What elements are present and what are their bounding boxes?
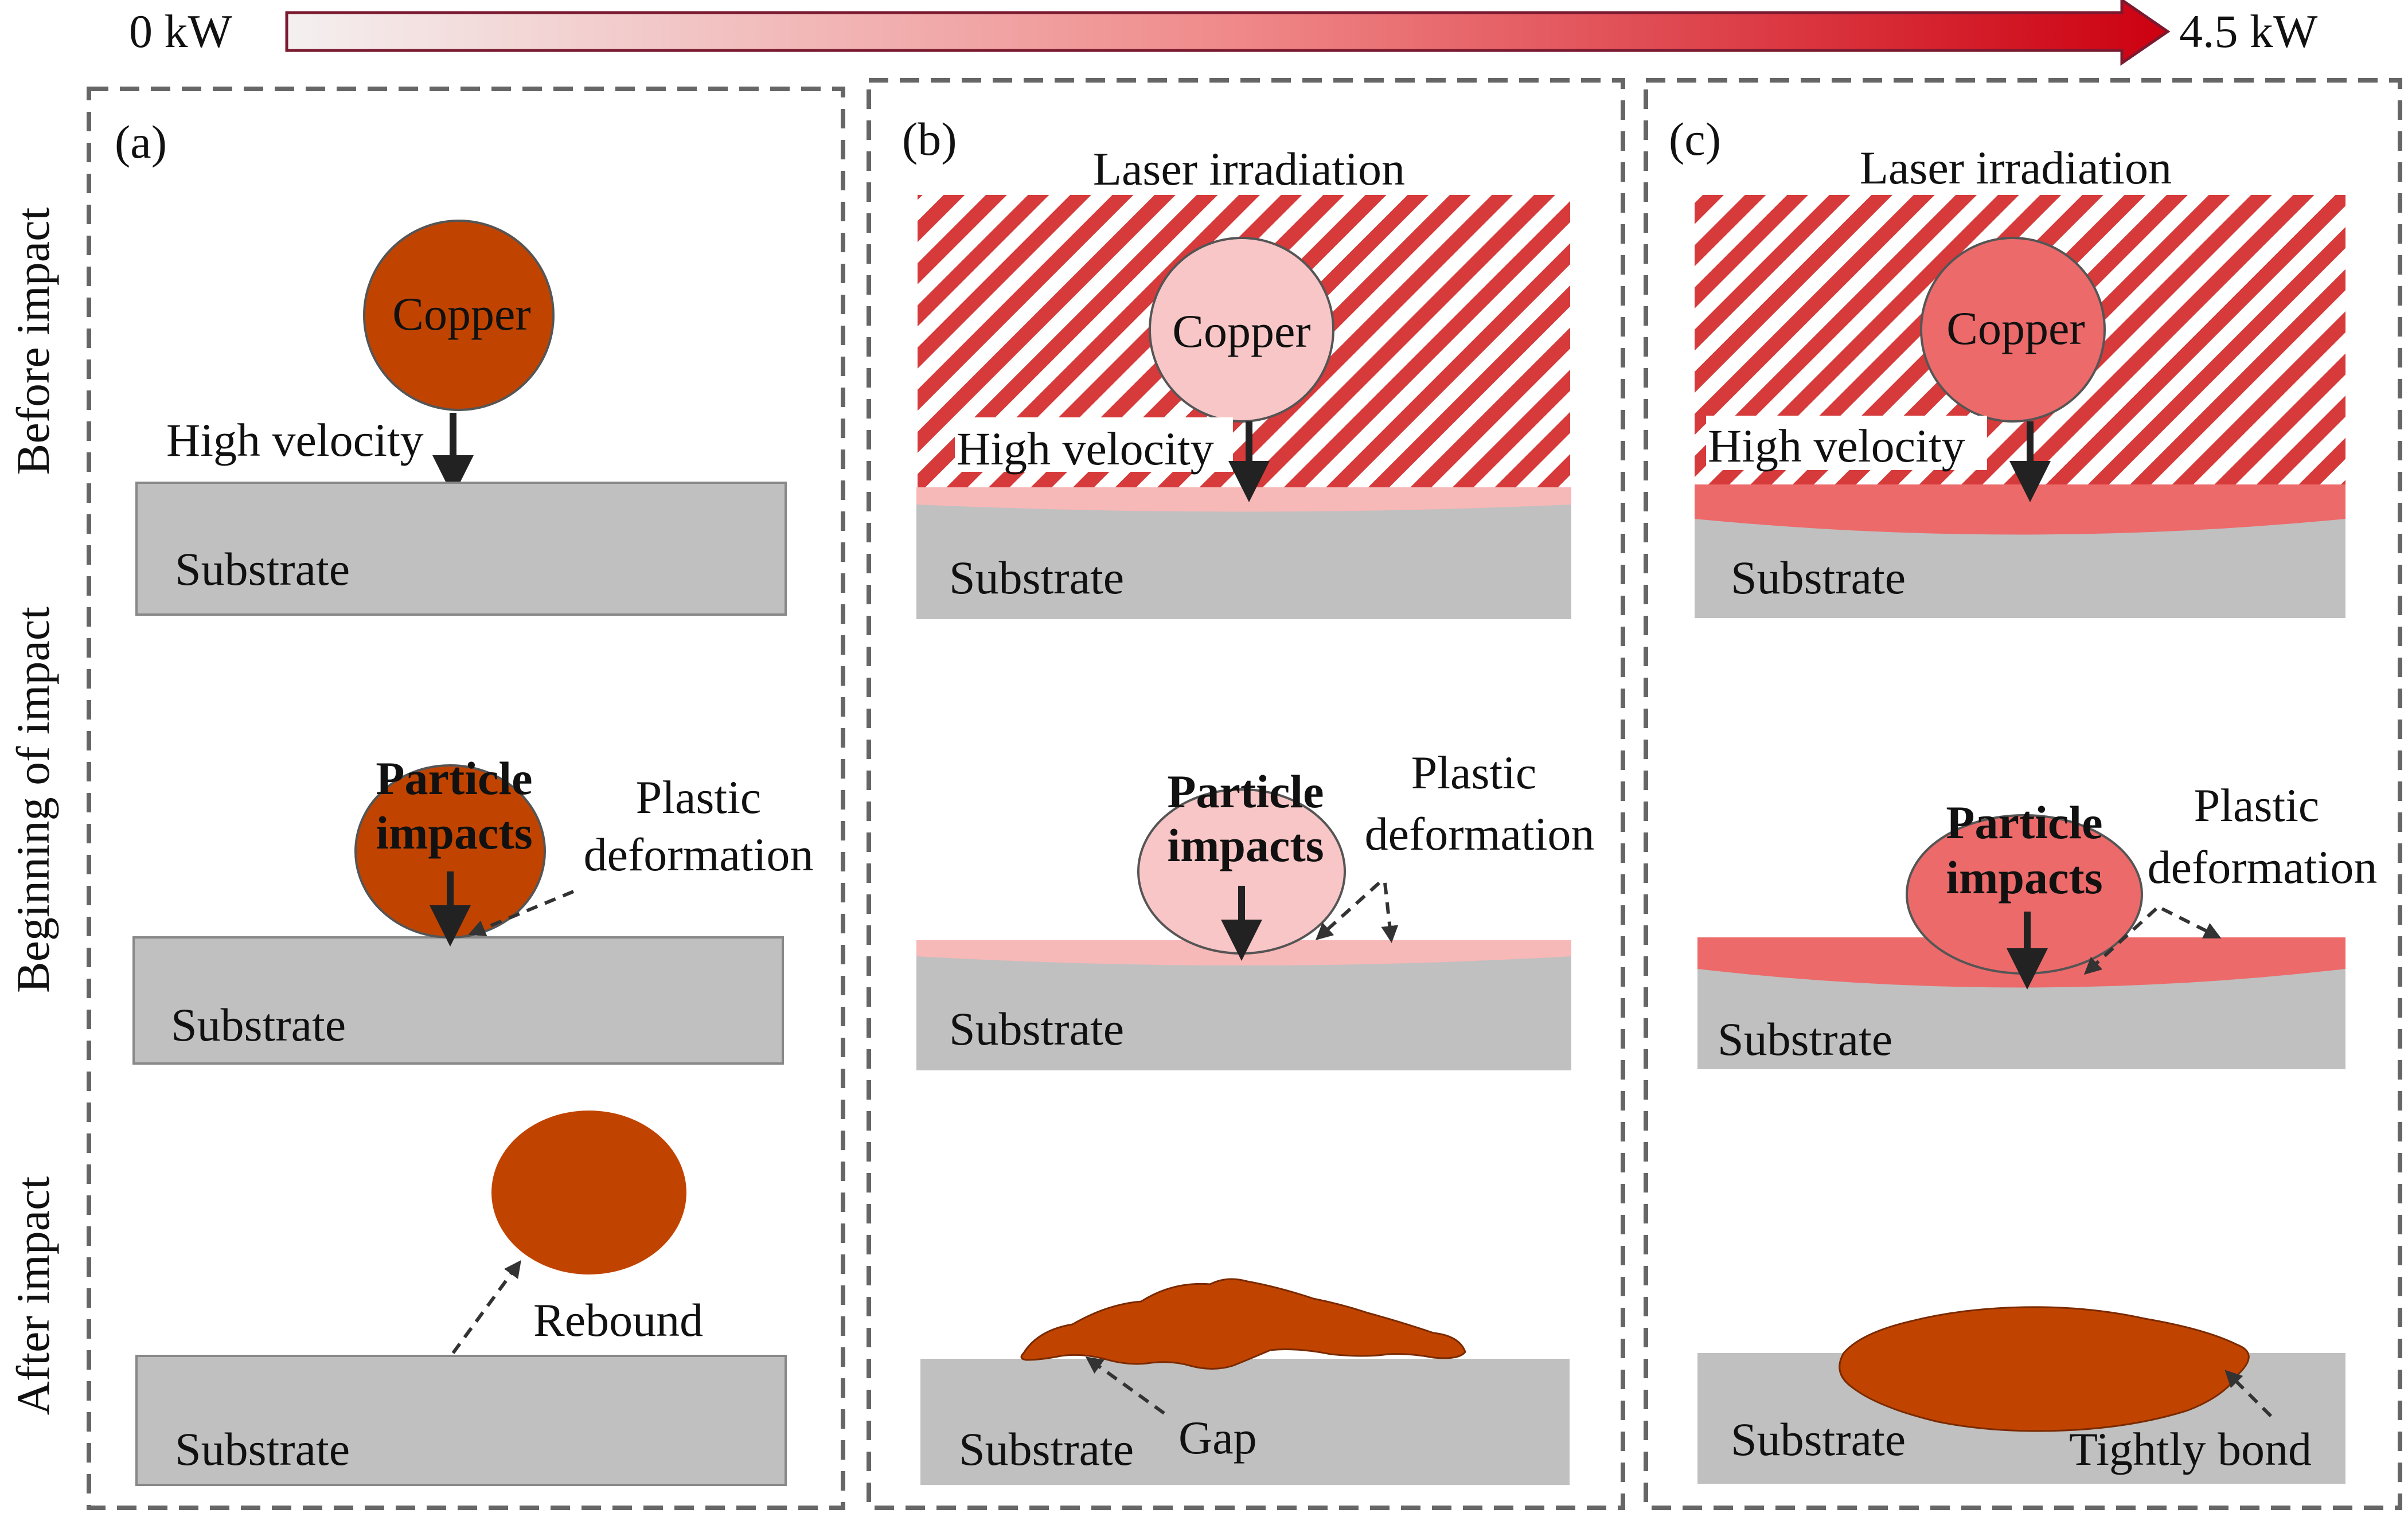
panel-b: (b) Laser irradiation Copper High veloci…: [902, 113, 1594, 1485]
substrate-a1: [135, 482, 787, 616]
particle-impacts-label-b-1: Particle: [1167, 765, 1324, 818]
rebound-label-a: Rebound: [533, 1294, 703, 1346]
high-velocity-label-b: High velocity: [957, 423, 1214, 475]
substrate-a3: [135, 1355, 787, 1486]
substrate-label-c3: Substrate: [1731, 1413, 1906, 1465]
flattened-splat-b: [1020, 1278, 1466, 1370]
panel-a-frame: [87, 87, 845, 1510]
bond-arrow-c: [2224, 1370, 2273, 1418]
deformation-label-b: deformation: [1365, 808, 1595, 860]
deformation-label-c: deformation: [2148, 841, 2378, 893]
gap-label-b: Gap: [1178, 1412, 1257, 1464]
particle-impacts-label-c-1: Particle: [1946, 796, 2102, 849]
tightly-bond-label-c: Tightly bond: [2069, 1423, 2312, 1475]
particle-impacts-label-a-2: impacts: [376, 807, 532, 859]
power-gradient-arrow: [285, 0, 2171, 66]
deformation-arrow-a: [468, 890, 575, 937]
substrate-label-b1: Substrate: [949, 552, 1124, 604]
substrate-label-b3: Substrate: [959, 1423, 1134, 1475]
panel-c-frame: [1644, 78, 2402, 1510]
rebound-arrow-a: [451, 1260, 521, 1354]
laser-irradiation-label-c: Laser irradiation: [1860, 142, 2172, 194]
panel-c-tag: (c): [1669, 113, 1721, 165]
deformation-arrow-b-1: [1315, 881, 1381, 941]
row-label-beginning-of-impact: Beginning of impact: [7, 607, 59, 993]
substrate-label-c1: Substrate: [1731, 552, 1906, 604]
panel-a-tag: (a): [115, 116, 167, 168]
copper-particle-b1: [1149, 237, 1334, 423]
plastic-label-b: Plastic: [1411, 746, 1537, 799]
substrate-b3: [920, 1359, 1570, 1485]
gap-arrow-b: [1085, 1356, 1165, 1415]
power-max-label: 4.5 kW: [2179, 5, 2318, 57]
substrate-label-a3: Substrate: [175, 1423, 350, 1475]
substrate-b1: [916, 490, 1571, 619]
particle-impacts-label-c-2: impacts: [1946, 851, 2102, 904]
copper-particle-a3: [491, 1111, 686, 1274]
heated-layer-c1: [1695, 484, 2345, 535]
deformation-label-a: deformation: [584, 828, 814, 881]
high-velocity-label-c: High velocity: [1708, 420, 1965, 472]
panel-c: (c) Laser irradiation Copper High veloci…: [1669, 113, 2377, 1484]
substrate-label-b2: Substrate: [949, 1003, 1124, 1055]
panel-a: (a) Copper High velocity Substrate Parti…: [115, 116, 814, 1486]
row-label-before-impact: Before impact: [7, 207, 59, 475]
heated-layer-b1: [916, 487, 1571, 512]
row-label-after-impact: After impact: [7, 1176, 59, 1415]
laser-irradiation-label-b: Laser irradiation: [1093, 143, 1405, 195]
copper-particle-c1: [1920, 237, 2106, 423]
deformation-arrow-c-2: [2161, 907, 2222, 939]
substrate-label-c2: Substrate: [1718, 1013, 1892, 1065]
plastic-label-c: Plastic: [2194, 779, 2320, 831]
substrate-label-a1: Substrate: [175, 543, 350, 595]
panel-b-tag: (b): [902, 113, 957, 165]
copper-label-c: Copper: [1946, 302, 2085, 354]
high-velocity-bg-b: [955, 417, 1233, 472]
power-scale: 0 kW 4.5 kW: [129, 0, 2318, 66]
high-velocity-bg-c: [1706, 416, 1987, 470]
deformation-arrow-c-1: [2083, 907, 2158, 975]
high-velocity-label-a: High velocity: [166, 414, 424, 466]
copper-label-a: Copper: [392, 288, 530, 340]
copper-label-b: Copper: [1172, 305, 1310, 357]
deformation-arrow-b-2: [1381, 882, 1399, 943]
power-min-label: 0 kW: [129, 5, 233, 57]
particle-impacts-label-b-2: impacts: [1167, 819, 1324, 871]
plastic-label-a: Plastic: [636, 771, 762, 823]
copper-particle-a1: [363, 220, 555, 411]
substrate-a2: [132, 936, 784, 1065]
substrate-label-a2: Substrate: [171, 999, 346, 1051]
panel-b-frame: [867, 78, 1625, 1510]
particle-impacts-label-a-1: Particle: [376, 752, 532, 804]
